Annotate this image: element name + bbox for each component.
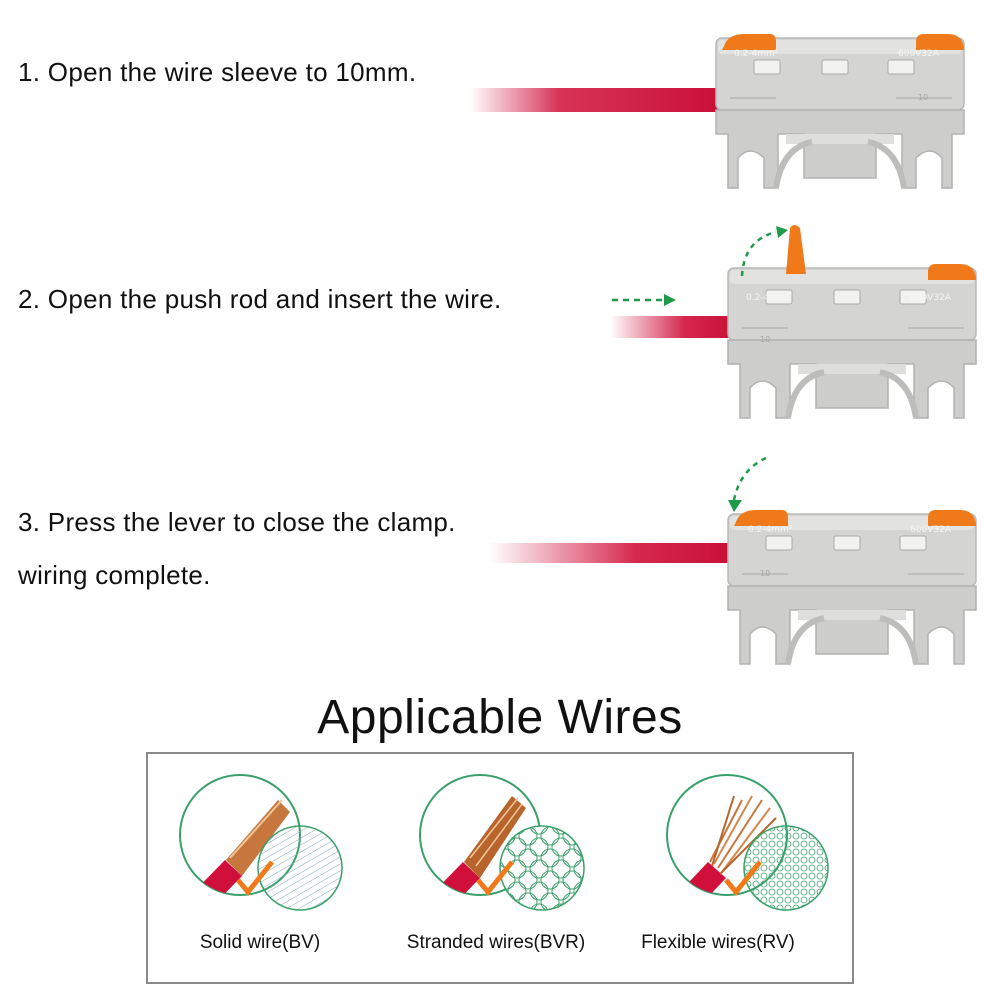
- strip-mark-label: 10: [918, 93, 928, 102]
- curved-arrow-icon: [740, 230, 777, 277]
- rating-right-label: 600V32A: [910, 293, 952, 303]
- stranded-wire-label: Stranded wires(BVR): [406, 932, 586, 953]
- rating-left-label: 0.2-4mm²: [734, 49, 779, 59]
- step-1-text: 1. Open the wire sleeve to 10mm.: [18, 57, 417, 87]
- solid-wire-label: Solid wire(BV): [199, 932, 321, 953]
- step-2-text: 2. Open the push rod and insert the wire…: [18, 284, 502, 314]
- step-3-text: 3. Press the lever to close the clamp.: [18, 507, 456, 537]
- red-wire: [470, 88, 725, 112]
- step-2-illustration: 0.2-4mm² 600V32A 10: [610, 225, 976, 418]
- step-1-illustration: 0.2-4mm² 600V32A 10: [470, 34, 964, 188]
- arrowhead-icon: [664, 294, 676, 306]
- connector-illustrations: 0.2-4mm² 600V32A 10 0.2-4mm² 600V32A 10: [470, 34, 1000, 700]
- step-3-illustration: 0.2-4mm² 600V32A 10: [490, 456, 976, 664]
- open-lever: [786, 225, 806, 274]
- connector-housing: [728, 225, 976, 418]
- rating-left-label: 0.2-4mm²: [746, 293, 791, 303]
- rating-left-label: 0.2-4mm²: [748, 525, 793, 535]
- strip-mark-label: 10: [760, 569, 770, 578]
- rating-right-label: 600V32A: [910, 525, 952, 535]
- connector-housing: [716, 34, 964, 188]
- wire-types-panel: [146, 752, 854, 984]
- curved-arrow-icon: [732, 456, 767, 501]
- connector-housing: [728, 510, 976, 664]
- strip-mark-label: 10: [760, 335, 770, 344]
- flexible-wire-label: Flexible wires(RV): [641, 932, 795, 953]
- red-wire: [610, 316, 734, 338]
- red-wire: [490, 543, 734, 563]
- rating-right-label: 600V32A: [898, 49, 940, 59]
- applicable-wires-heading: Applicable Wires: [317, 691, 683, 744]
- step-3-subtext: wiring complete.: [18, 560, 211, 590]
